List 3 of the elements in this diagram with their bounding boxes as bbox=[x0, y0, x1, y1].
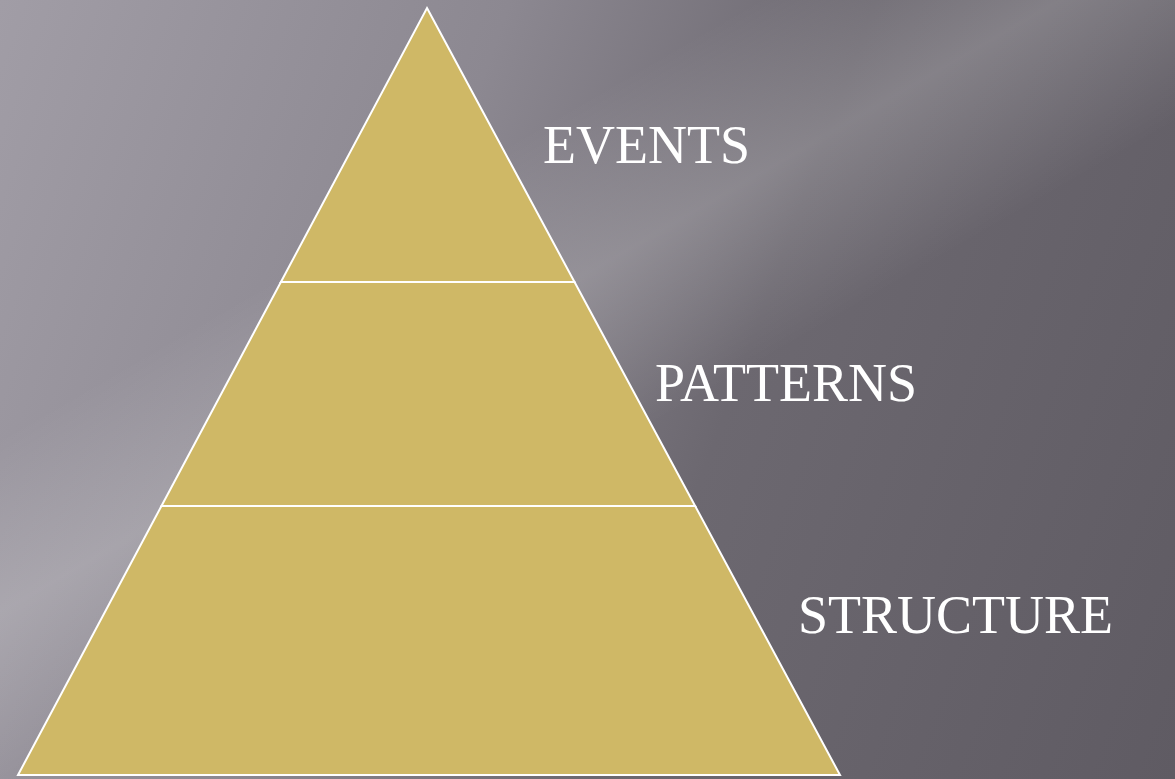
level-label: EVENTS bbox=[543, 118, 750, 172]
level-label: PATTERNS bbox=[655, 356, 918, 410]
level-label: STRUCTURE bbox=[798, 588, 1114, 642]
